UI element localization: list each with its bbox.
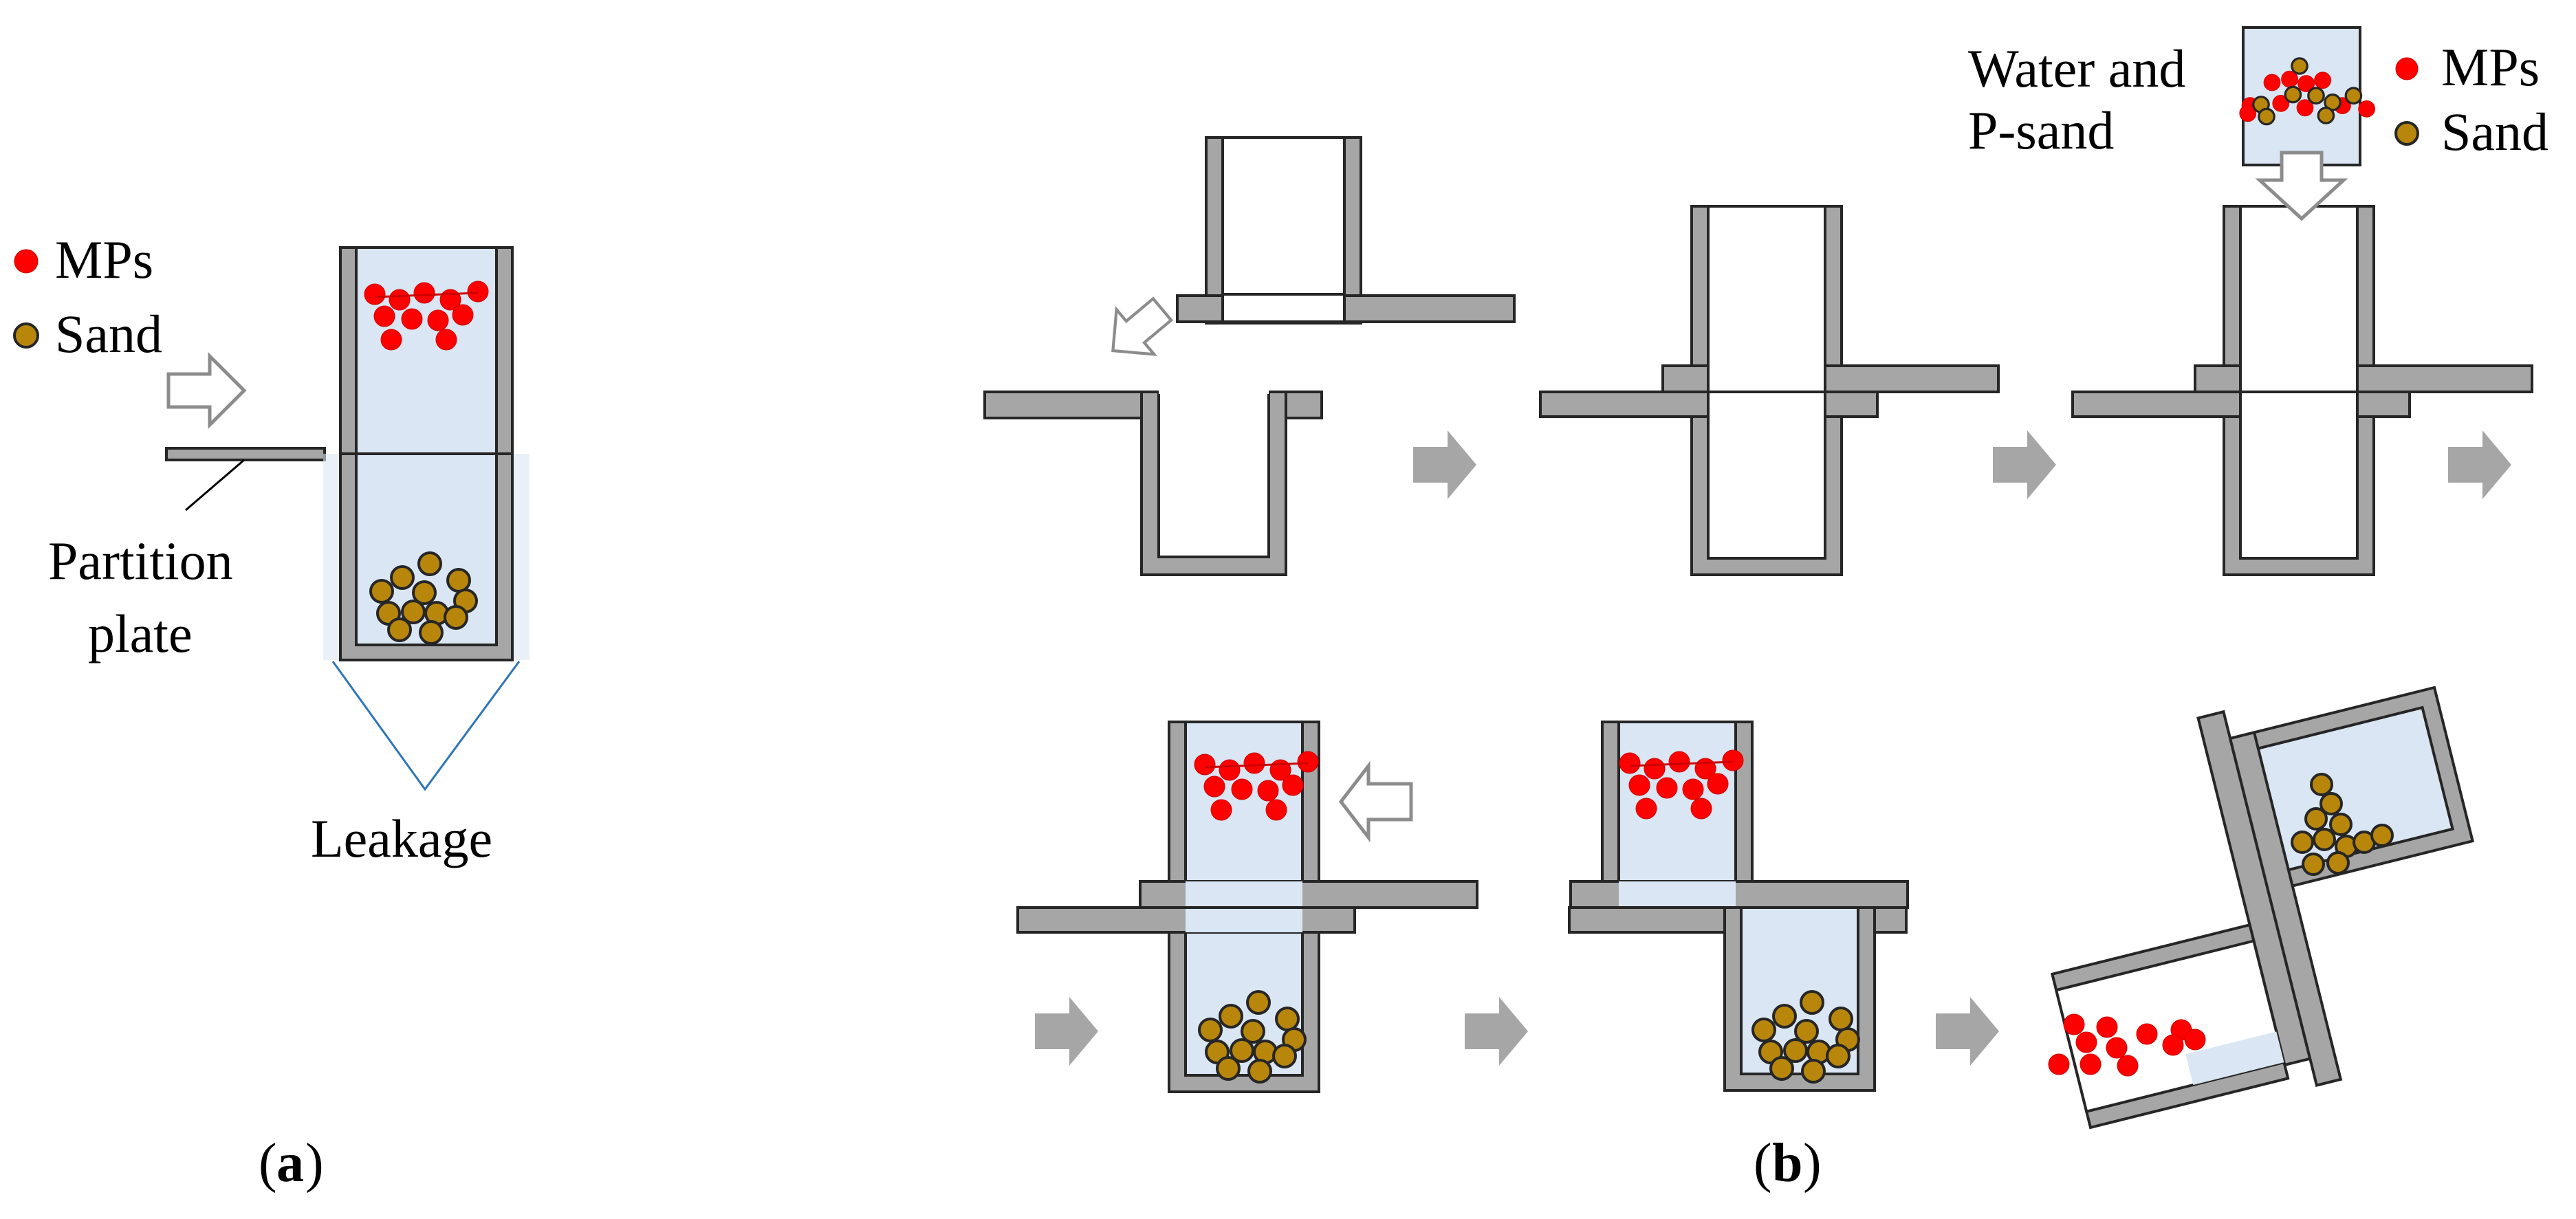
beaker-mix	[2239, 57, 2376, 126]
spilled-microplastics	[2048, 1013, 2206, 1077]
step-arrow-5-icon	[1465, 997, 1528, 1066]
mp-legend-label-b: MPs	[2441, 37, 2540, 97]
leakage-label: Leakage	[311, 809, 492, 868]
caption-b-close: )	[1803, 1133, 1822, 1194]
sand-pile-tilted	[2291, 773, 2394, 876]
insert-arrow-icon	[168, 356, 244, 425]
slide-arrow-icon	[1094, 287, 1181, 373]
panel-b-legend: Water and P-sand MPs Sand	[1968, 26, 2548, 166]
step-3	[2071, 151, 2533, 576]
pour-arrow-icon	[2255, 151, 2348, 221]
sand-legend-label: Sand	[55, 304, 162, 364]
partition-label-line1: Partition	[48, 531, 233, 591]
step-5	[1568, 721, 1909, 1092]
step-4	[1016, 721, 1478, 1093]
partition-label-line2: plate	[88, 604, 193, 663]
step-6	[2048, 685, 2475, 1130]
caption-a-letter: a	[276, 1133, 304, 1194]
caption-b-open: (	[1754, 1133, 1772, 1194]
caption-a-close: )	[305, 1133, 324, 1194]
step-arrow-6-icon	[1936, 997, 1999, 1066]
step-1	[983, 136, 1516, 576]
caption-a-open: (	[259, 1133, 277, 1194]
panel-a: MPs Sand Partition plate Leakage ( a )	[13, 230, 530, 1194]
water-psand-label-line1: Water and	[1968, 39, 2185, 98]
mp-legend-marker	[14, 249, 39, 274]
sand-legend-marker	[13, 322, 39, 349]
partition-plate	[165, 447, 326, 461]
sand-legend-marker-b	[2394, 121, 2419, 146]
sand-legend-label-b: Sand	[2441, 102, 2548, 162]
step-2	[1539, 205, 2000, 576]
mp-legend-label: MPs	[55, 230, 153, 289]
leakage-callout	[331, 661, 521, 791]
step-arrow-1-icon	[1413, 430, 1476, 499]
plate-b	[2228, 730, 2343, 1088]
slide-back-arrow-icon	[1338, 760, 1413, 843]
step-arrow-2-icon	[1993, 430, 2056, 499]
partition-leader-line	[185, 459, 245, 512]
step-arrow-3-icon	[2448, 430, 2511, 499]
step-arrow-4-icon	[1035, 997, 1098, 1066]
caption-b-letter: b	[1772, 1133, 1803, 1194]
mp-legend-marker-b	[2395, 57, 2419, 80]
water-psand-label-line2: P-sand	[1968, 100, 2114, 160]
